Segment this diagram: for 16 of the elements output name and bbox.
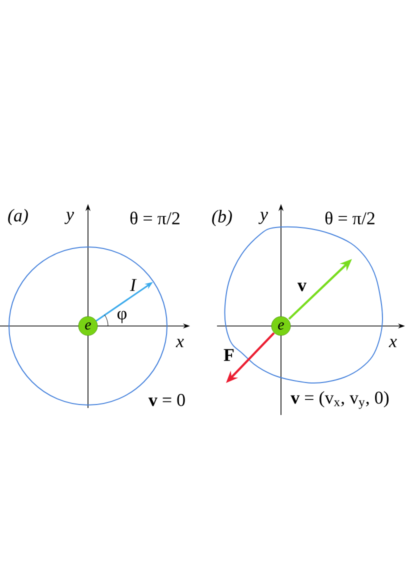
axis-label: y (64, 212, 74, 224)
force-label: F (224, 349, 234, 361)
axis-label: y (258, 212, 268, 224)
axis-label: x (388, 338, 397, 348)
electron-ball: e (271, 316, 291, 336)
velocity-label: v = (v$_{x}$, v$_{y}$, 0) (290, 391, 389, 409)
axis-label: x (176, 338, 184, 348)
vector-label: I (130, 279, 137, 291)
angle-label: θ = π/2 (325, 212, 374, 224)
electron-ball: e (78, 316, 98, 336)
angle-label: θ = π/2 (130, 212, 180, 224)
angle-label: φ (118, 310, 126, 324)
panel-label: (b) (212, 210, 232, 226)
vector-label: v (298, 282, 306, 292)
velocity-label: v = 0 (148, 394, 185, 406)
panel-label: (a) (8, 208, 28, 226)
